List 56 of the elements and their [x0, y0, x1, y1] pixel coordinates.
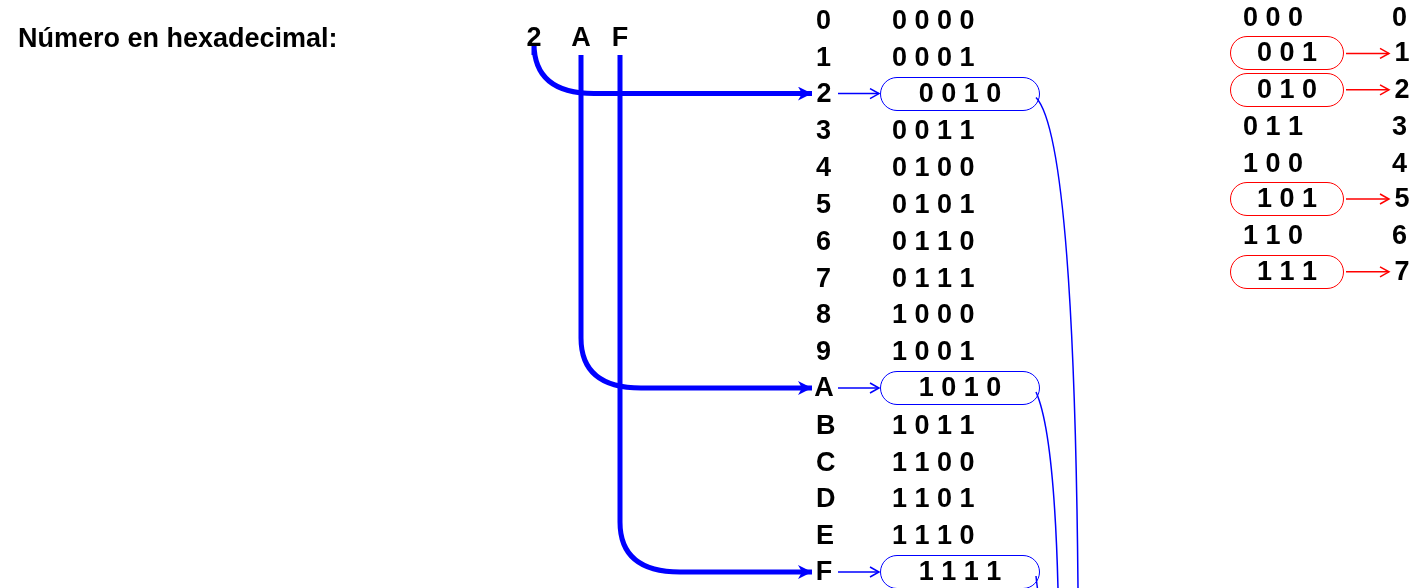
- row-label: 7: [816, 261, 832, 294]
- row-label: 1: [816, 40, 832, 73]
- row-label: 5: [816, 188, 832, 220]
- row-value: 1 1 0: [1243, 219, 1304, 252]
- row-value: 1 0 0 1: [892, 335, 975, 368]
- row-value: F: [812, 555, 836, 588]
- row-value: 0 1 1 1: [892, 261, 975, 294]
- row-value: 0 1 0 1: [892, 188, 975, 220]
- row-value: 0 0 0: [1243, 1, 1304, 33]
- row-value: 0 1 1: [1243, 110, 1304, 143]
- row-value: 1 1 1 0: [892, 519, 975, 552]
- connector-line: [1035, 391, 1059, 588]
- row-label: 3: [1392, 110, 1408, 143]
- row-label: 0: [1392, 1, 1408, 33]
- row-value: 1: [1390, 36, 1414, 71]
- row-value: 2: [1390, 72, 1414, 107]
- arrow: [1345, 47, 1390, 60]
- arrow: [1345, 84, 1390, 96]
- row-value: 0 1 1 0: [892, 224, 975, 257]
- arrow: [1345, 266, 1390, 278]
- row-value: 0 0 1 1: [892, 114, 975, 147]
- row-value: 1 1 0 0: [892, 445, 975, 478]
- row-value: 1 1 0 1: [892, 482, 975, 515]
- row-label: 9: [816, 335, 832, 368]
- row-label: 6: [816, 224, 832, 257]
- arrow: [1345, 193, 1390, 205]
- row-value: 0 1 0 0: [892, 151, 975, 184]
- connector-line: [1035, 96, 1079, 588]
- hex-digit: 2: [524, 21, 544, 55]
- row-label: 6: [1392, 219, 1408, 252]
- row-label: B: [816, 408, 836, 441]
- arrow: [837, 382, 880, 394]
- row-label: D: [816, 482, 836, 515]
- row-value: 0 0 0 1: [892, 40, 975, 73]
- row-value: 2: [812, 76, 836, 111]
- row-label: 8: [816, 298, 832, 331]
- hex-digit: F: [610, 21, 630, 55]
- row-label: C: [816, 445, 836, 478]
- row-label: 0: [816, 4, 832, 36]
- arrow: [837, 87, 880, 100]
- row-label: 3: [816, 114, 832, 147]
- row-value: 0 0 0 0: [892, 4, 975, 36]
- row-label: E: [816, 519, 834, 552]
- row-value: 1 0 0 0: [892, 298, 975, 331]
- row-value: 5: [1390, 182, 1414, 216]
- arrow: [617, 55, 812, 579]
- row-value: 1 0 0: [1243, 146, 1304, 179]
- arrow: [578, 55, 812, 395]
- row-label: 4: [816, 151, 832, 184]
- row-label: 4: [1392, 146, 1408, 179]
- hex-digit: A: [570, 21, 592, 55]
- row-value: 7: [1390, 254, 1414, 289]
- arrow: [837, 566, 880, 578]
- row-value: 1 0 1 1: [892, 408, 975, 441]
- title-text: Número en hexadecimal:: [18, 22, 338, 54]
- row-value: A: [812, 371, 836, 405]
